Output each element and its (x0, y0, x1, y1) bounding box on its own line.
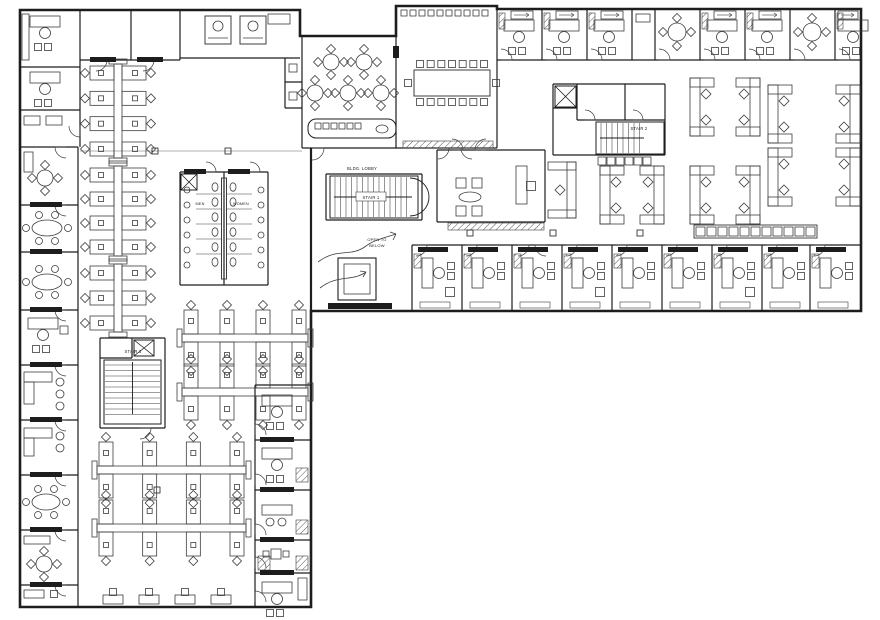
benching-spine-1 (79, 58, 157, 164)
open-below-railing (317, 231, 397, 263)
benching-row-2 (176, 353, 314, 431)
conference-table (404, 60, 500, 106)
label-stair-3: STAIR 3 (125, 349, 142, 354)
elevator-2 (554, 85, 577, 108)
label-women: WOMEN (233, 202, 249, 206)
file-bank (693, 224, 818, 239)
coat-hooks (400, 9, 489, 17)
restrooms (183, 177, 265, 280)
label-men: MEN (195, 202, 204, 206)
label-stair-2: STAIR 2 (631, 126, 648, 131)
freight-elevator (337, 257, 377, 301)
benching-row-1 (176, 299, 314, 377)
servery-counter (307, 118, 397, 139)
service-shaft (180, 173, 198, 191)
benching-spine-2 (79, 160, 157, 262)
copier-2 (239, 15, 267, 45)
label-bldg-lobby: BLDG. LOBBY (347, 166, 377, 171)
benching-spine-3 (79, 258, 157, 338)
benching-row-3 (91, 431, 252, 509)
label-stair-1: STAIR 1 (363, 195, 380, 200)
label-open-to-below-1: OPEN TO (367, 237, 386, 242)
doors (54, 48, 851, 603)
stair-2 (595, 121, 665, 155)
hatches (257, 10, 859, 571)
stair-3 (103, 359, 162, 425)
label-bars (30, 46, 849, 587)
reception-desk (515, 165, 528, 205)
benching-row-4 (91, 489, 252, 567)
label-open-to-below-2: BELOW (369, 243, 384, 248)
elevator-3 (133, 339, 155, 357)
copier-1 (204, 15, 232, 45)
furniture (21, 9, 869, 617)
